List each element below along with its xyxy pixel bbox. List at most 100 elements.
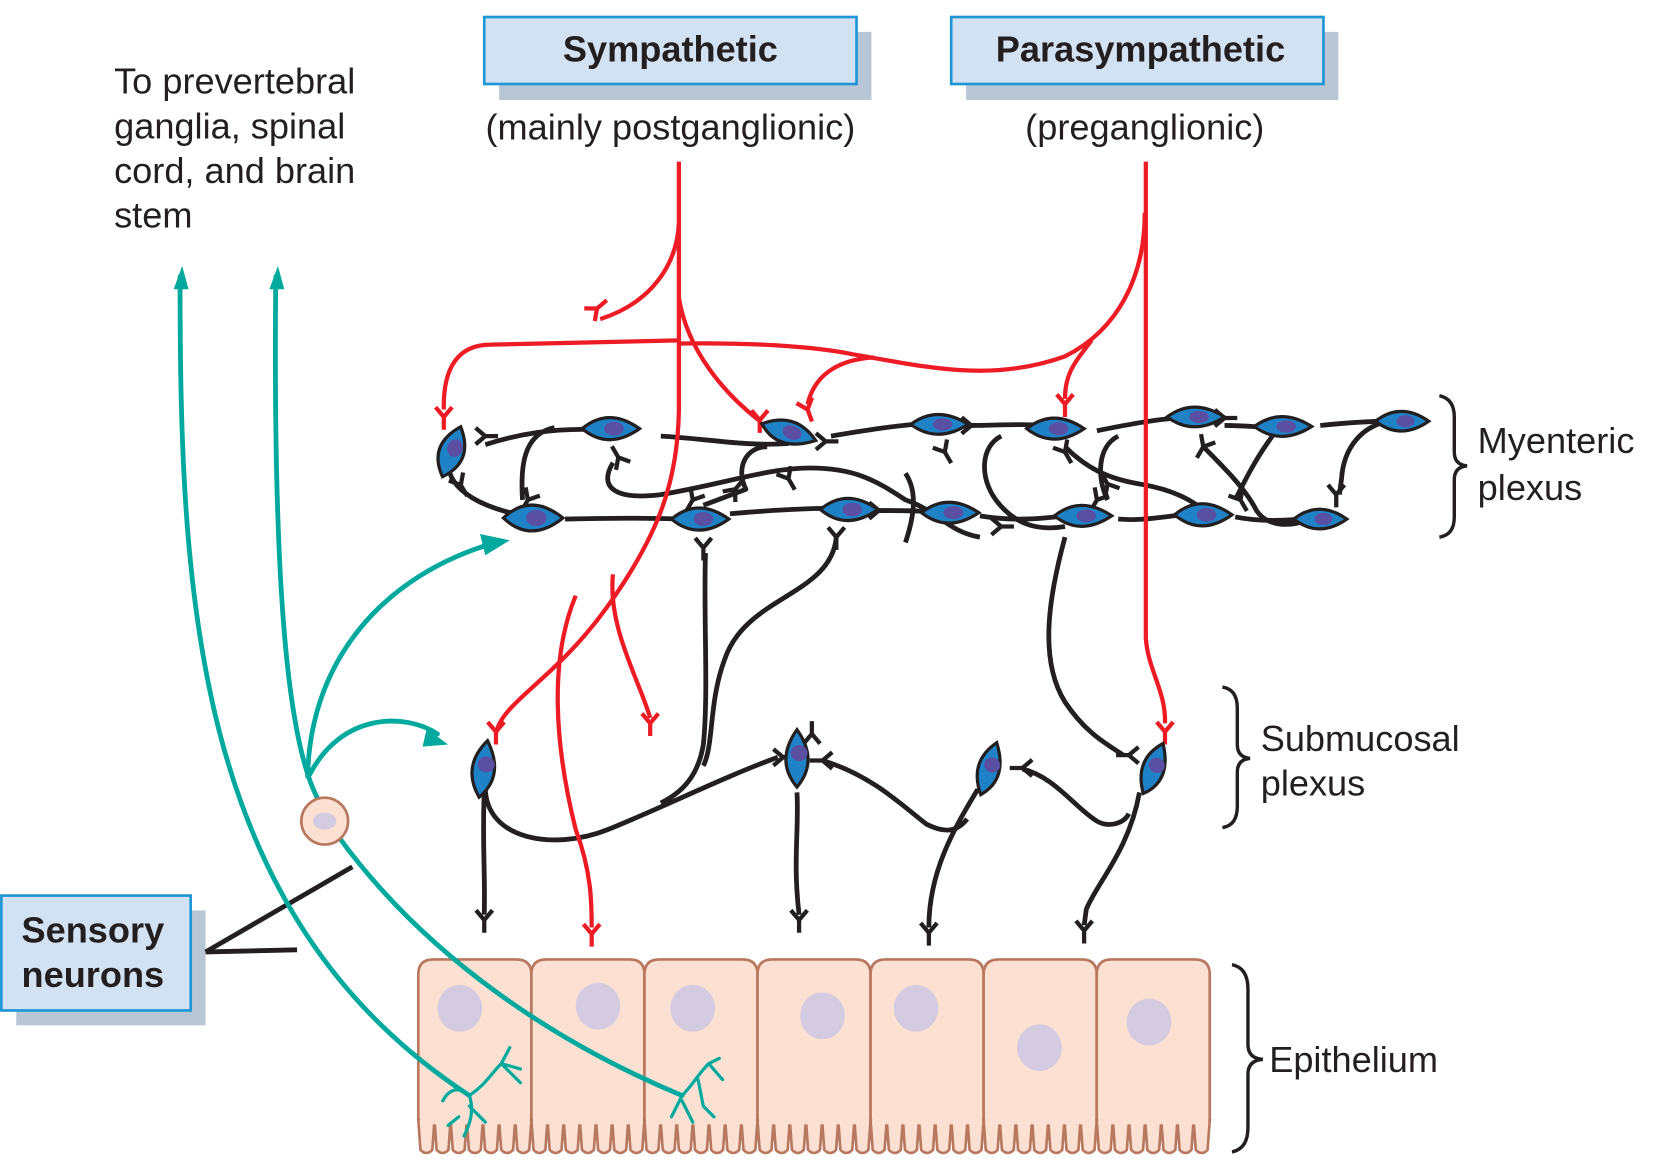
neuron-nucleus [984, 757, 1001, 773]
neuron-nucleus [842, 502, 863, 517]
parasympathetic-axon [1143, 161, 1168, 724]
autonomic-synapse-icon [1055, 393, 1075, 417]
enteric-synapse-icon [919, 921, 939, 946]
neuron-nucleus [1076, 509, 1097, 523]
enteric-synapse-icon [814, 431, 839, 452]
neuron-nucleus [1048, 422, 1069, 436]
sensory-collateral [307, 718, 440, 777]
neuron-nucleus [782, 425, 802, 440]
submucosal-plexus-label: Submucosal plexus [1222, 685, 1460, 830]
epithelial-nucleus [575, 982, 621, 1030]
cell-fill [532, 1115, 643, 1125]
sensory-label-line: neurons [22, 954, 165, 995]
enteric-neuron [1051, 503, 1115, 528]
neuron-nucleus [604, 421, 624, 436]
cell-fill [1098, 1115, 1209, 1125]
parasympathetic-label: Parasympathetic [996, 29, 1285, 70]
cell-fill [646, 1115, 756, 1125]
enteric-fibres [445, 415, 1392, 928]
parasympathetic-axon [678, 212, 1147, 373]
microvilli [869, 1118, 986, 1155]
arrowhead-up-icon [173, 265, 189, 290]
sympathetic-axon [610, 574, 653, 719]
parasympathetic-sublabel: (preganglionic) [1025, 106, 1264, 147]
enteric-synapse-icon [474, 908, 495, 933]
enteric-neuron [579, 416, 643, 442]
cns-label-line: To prevertebral [114, 61, 355, 102]
enteric-synapse-icon [693, 536, 714, 561]
enteric-synapse-icon [1116, 745, 1140, 766]
cell-fill [759, 1115, 869, 1125]
cell-fill [872, 1115, 983, 1125]
enteric-axon [1063, 445, 1205, 513]
parasympathetic-header: Parasympathetic (preganglionic) [949, 15, 1339, 147]
enteric-axon [519, 425, 556, 501]
enteric-neuron [436, 424, 467, 479]
myenteric-label-line: Myenteric [1478, 420, 1635, 461]
enteric-axon [926, 787, 980, 928]
cns-label-line: cord, and brain [114, 150, 355, 191]
neuron-nucleus [1396, 415, 1415, 428]
neuron-nucleus [477, 756, 495, 773]
sympathetic-axon [676, 297, 760, 422]
enteric-synapse-icon [448, 472, 470, 498]
epithelial-cell [756, 958, 872, 1121]
autonomic-synapse-icon [640, 712, 661, 737]
submucosal-label-line: Submucosal [1261, 718, 1460, 759]
sympathetic-label: Sympathetic [563, 29, 778, 70]
neuron-nucleus [1276, 420, 1297, 433]
enteric-synapse-icon [722, 478, 746, 503]
enteric-axon [729, 506, 832, 517]
sensory-neuron-nucleus [313, 812, 337, 830]
sensory-ending-icon [441, 1046, 523, 1138]
enteric-axon [481, 792, 487, 915]
enteric-neuron [918, 500, 982, 525]
arrowhead-right-icon [422, 728, 449, 747]
enteric-axon [824, 759, 970, 833]
cns-label: To prevertebral ganglia, spinal cord, an… [114, 61, 355, 236]
neuron-nucleus [932, 418, 953, 431]
sympathetic-header: Sympathetic (mainly postganglionic) [482, 15, 872, 147]
arrowhead-right-icon [480, 533, 510, 556]
enteric-axon [1320, 418, 1392, 495]
enteric-synapse-icon [1074, 919, 1094, 944]
epithelium-layer [416, 958, 1212, 1155]
enteric-synapse-icon [474, 426, 499, 446]
autonomic-synapse-icon [1155, 720, 1175, 745]
enteric-axon [1233, 434, 1275, 501]
neuron-nucleus [447, 439, 463, 457]
sensory-leader-line [205, 947, 298, 955]
neuron-nucleus [943, 506, 964, 520]
enteric-neuron [1172, 502, 1235, 528]
enteric-axon [1096, 415, 1177, 434]
enteric-synapse-icon [1099, 471, 1121, 497]
sensory-axon [337, 835, 685, 1098]
autonomic-synapse-icon [749, 409, 770, 433]
sensory-collateral [305, 540, 499, 779]
enteric-axon [1234, 514, 1302, 523]
enteric-neuron [817, 496, 881, 523]
myenteric-plexus-label: Myenteric plexus [1438, 394, 1635, 539]
enteric-synapse-icon [610, 445, 631, 471]
epithelial-cell [530, 958, 646, 1121]
sensory-neurons-label: Sensory neurons [0, 864, 354, 1026]
enteric-axon [702, 444, 768, 508]
enteric-neuron [1139, 741, 1167, 796]
enteric-synapse-icon [932, 439, 954, 465]
neuron-nucleus [1314, 512, 1333, 526]
enteric-neuron [1372, 409, 1432, 433]
enteric-synapse-icon [809, 750, 834, 771]
neuron-nucleus [790, 745, 808, 762]
enteric-neuron [1024, 416, 1087, 441]
enteric-synapse-icon [1052, 439, 1074, 465]
enteric-synapse-icon [1227, 486, 1249, 513]
epithelium-label: Epithelium [1231, 963, 1438, 1154]
sensory-ending-icon [669, 1056, 725, 1124]
sensory-leader-line [204, 864, 354, 955]
enteric-synapse-icon [789, 908, 809, 933]
enteric-neuron [759, 418, 819, 446]
enteric-axon [1021, 766, 1131, 827]
enteric-neuron [784, 726, 810, 790]
parasympathetic-axon [1062, 339, 1094, 399]
